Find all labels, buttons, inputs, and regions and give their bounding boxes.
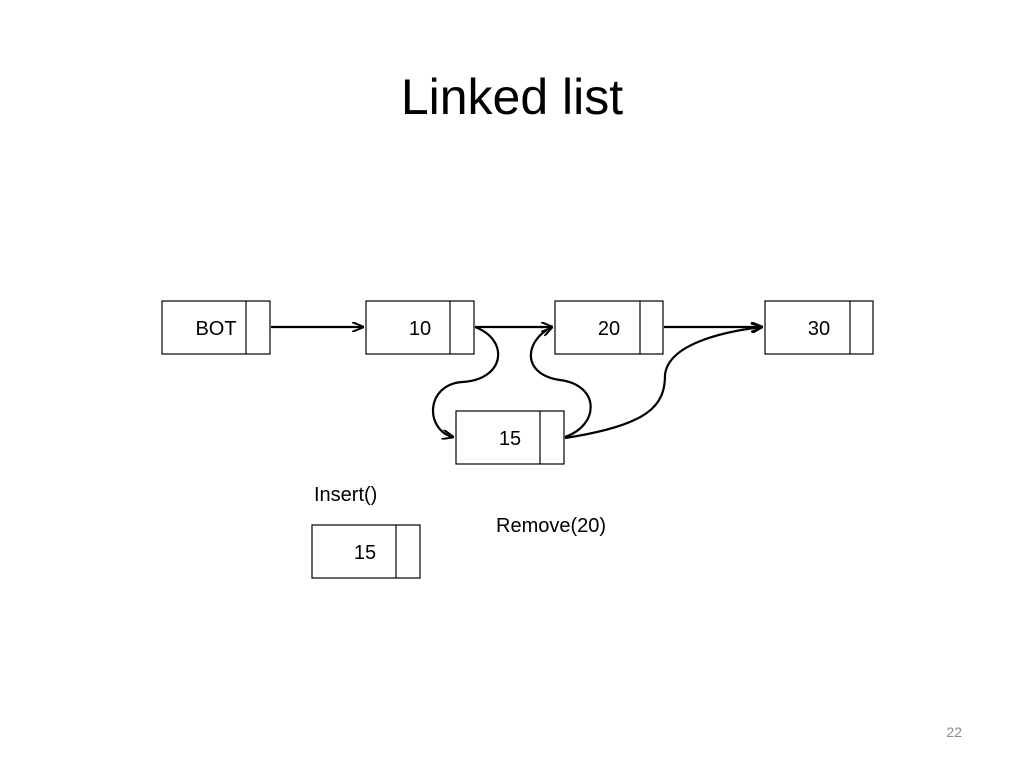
page-number: 22 bbox=[946, 724, 962, 740]
node-10: 10 bbox=[365, 300, 475, 355]
slide-title: Linked list bbox=[400, 69, 624, 125]
node-30: 30 bbox=[764, 300, 874, 355]
node-30-label: 30 bbox=[808, 318, 830, 340]
node-bot-box bbox=[161, 300, 271, 355]
node-bot-label: BOT bbox=[195, 318, 236, 340]
node-30-box bbox=[764, 300, 874, 355]
node-10-label: 10 bbox=[409, 318, 431, 340]
node-15-standalone-label: 15 bbox=[354, 542, 376, 564]
node-15-standalone: 15 bbox=[311, 524, 421, 579]
node-15-standalone-box bbox=[311, 524, 421, 579]
arrow-10-to-15 bbox=[431, 325, 500, 437]
node-15-inserted-box bbox=[455, 410, 565, 465]
node-15-inserted: 15 bbox=[455, 410, 565, 465]
insert-caption: Insert() bbox=[314, 484, 378, 506]
node-bot: BOT bbox=[161, 300, 271, 355]
arrow-15-to-20 bbox=[529, 327, 592, 439]
arrow-15-to-30 bbox=[564, 327, 762, 440]
node-20-label: 20 bbox=[598, 318, 620, 340]
node-20: 20 bbox=[554, 300, 664, 355]
node-15-inserted-label: 15 bbox=[499, 428, 521, 450]
node-10-box bbox=[365, 300, 475, 355]
remove-caption: Remove(20) bbox=[496, 515, 607, 537]
node-20-box bbox=[554, 300, 664, 355]
